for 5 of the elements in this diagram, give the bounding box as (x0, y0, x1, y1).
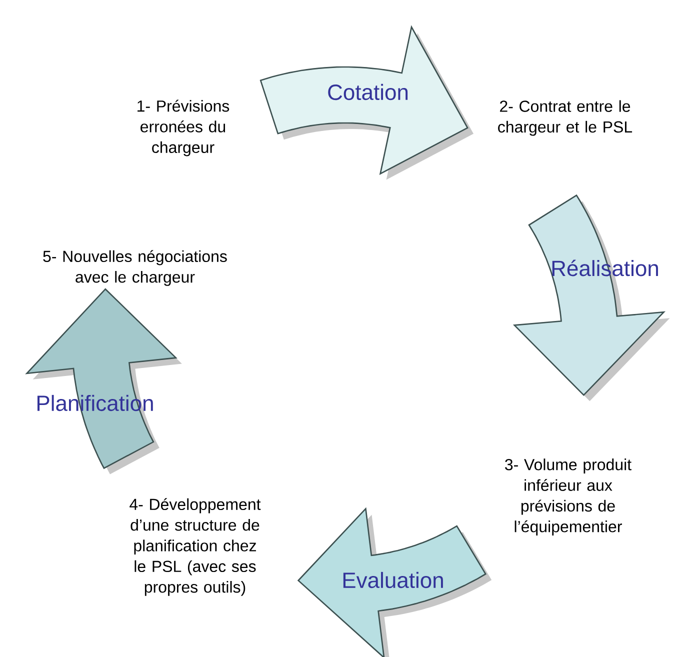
step-text: 5- Nouvelles négociations avec le chargeur (43, 250, 227, 286)
step-text: 2- Contrat entre le chargeur et le PSL (498, 100, 632, 136)
step-text: 3- Volume produit inférieur aux prévisions de l’équipementier (505, 458, 632, 536)
step-text: 4- Développement d’une structure de planification chez le PSL (avec ses propres outils) (130, 498, 261, 596)
step-text: 1- Prévisions erronées du chargeur (138, 100, 230, 156)
